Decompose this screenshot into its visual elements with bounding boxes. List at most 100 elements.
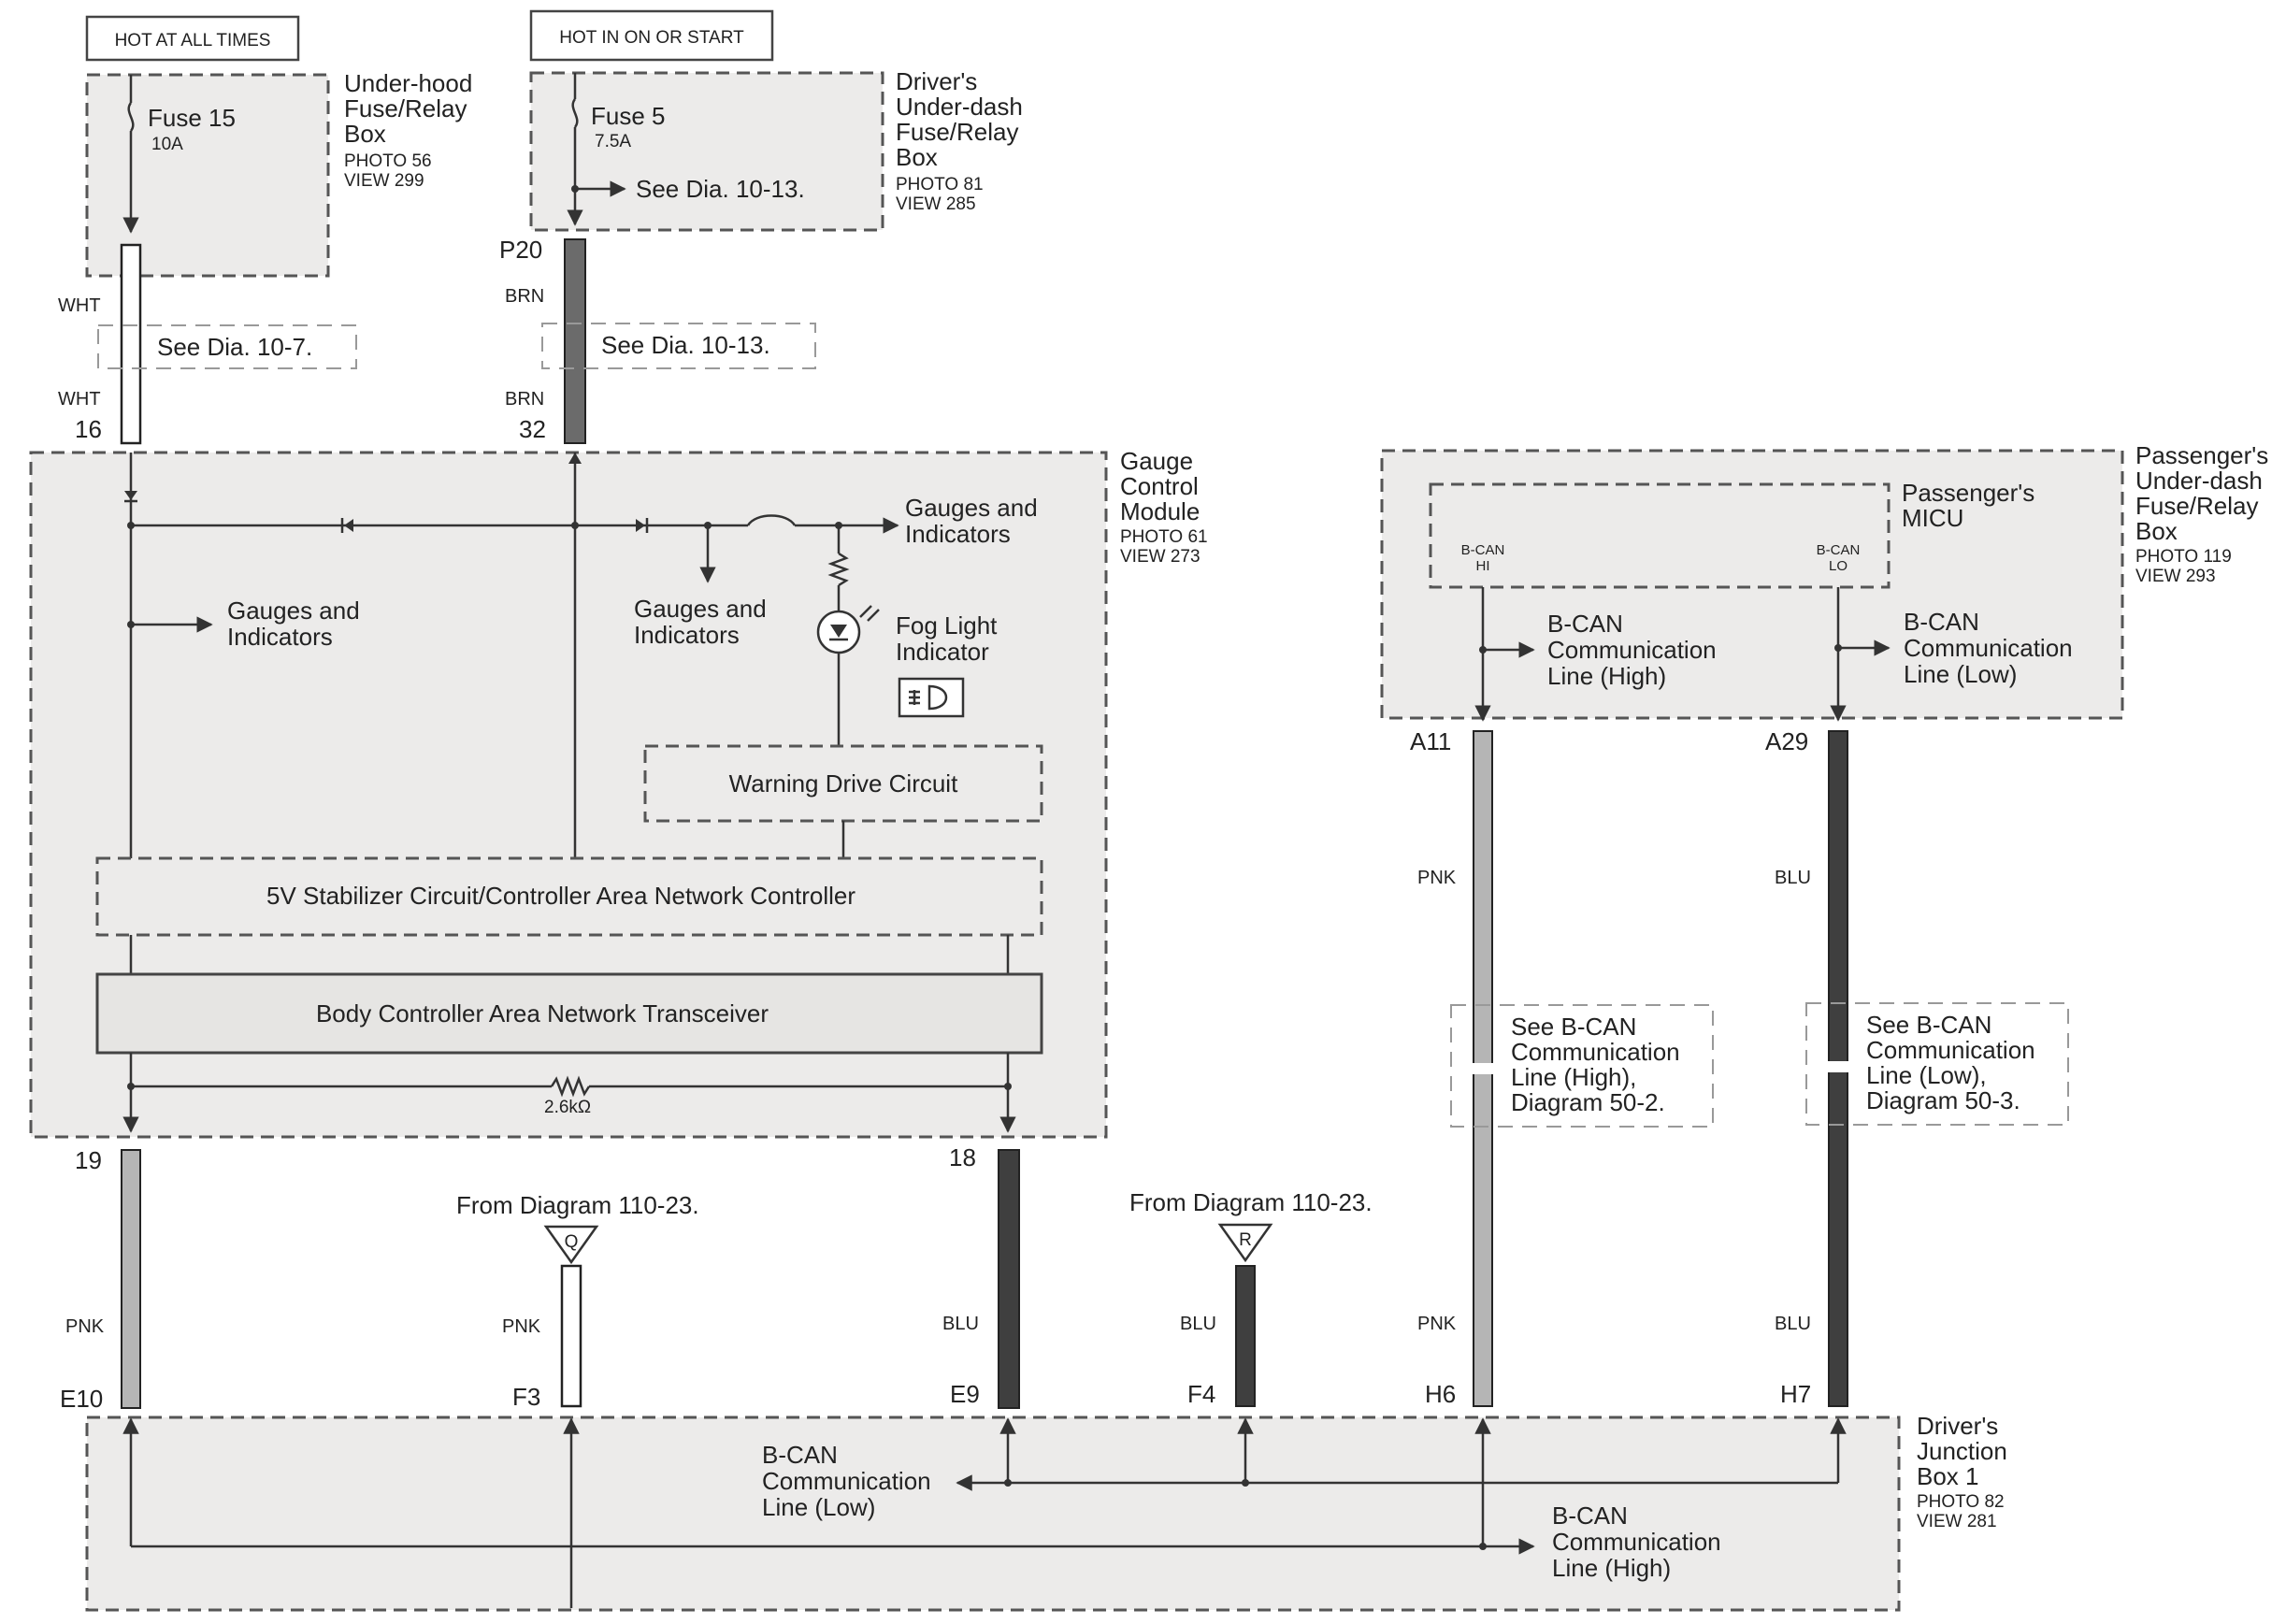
hot-in-on-tag: [529, 9, 774, 62]
brn-label-2: BRN: [505, 389, 544, 410]
pin-e9: E9: [950, 1380, 980, 1408]
fog-light-symbol-icon: [898, 677, 965, 718]
pin-h7: H7: [1780, 1380, 1811, 1408]
blu-label-a29: BLU: [1775, 868, 1811, 888]
hot-at-all-times-label: HOT AT ALL TIMES: [115, 31, 271, 50]
passenger-box-photo: PHOTO 119: [2135, 547, 2232, 567]
blu-label-f4: BLU: [1180, 1314, 1216, 1334]
see-bcan-high-1: See B-CAN: [1511, 1013, 1636, 1041]
fog-light-line2: Indicator: [896, 638, 989, 666]
junction-box-photo: PHOTO 82: [1917, 1492, 2005, 1512]
see-dia-10-7-note: [97, 324, 357, 369]
jb-bcan-high-3: Line (High): [1552, 1554, 1671, 1582]
stabilizer-label: 5V Stabilizer Circuit/Controller Area Ne…: [266, 882, 855, 910]
see-bcan-low-2: Communication: [1866, 1036, 2035, 1064]
passenger-box-line2: Under-dash: [2135, 467, 2263, 495]
underhood-photo: PHOTO 56: [344, 151, 432, 171]
from-diagram-r: From Diagram 110-23.: [1129, 1188, 1373, 1216]
gauges-indicators-left-1: Gauges and: [227, 596, 360, 625]
warning-drive-circuit: [643, 744, 1043, 823]
pin-a29: A29: [1765, 727, 1808, 755]
drivers-junction-box: [85, 1416, 1901, 1612]
brn-wire: [564, 238, 586, 444]
jb-bcan-low-3: Line (Low): [762, 1493, 875, 1521]
pin-f4: F4: [1187, 1380, 1215, 1408]
junction-box-line1: Driver's: [1917, 1412, 1998, 1440]
passenger-micu-line1: Passenger's: [1902, 479, 2034, 507]
gauge-module-line3: Module: [1120, 497, 1200, 525]
resistor-value: 2.6kΩ: [544, 1098, 591, 1117]
transceiver-label: Body Controller Area Network Transceiver: [316, 999, 769, 1028]
fuse5-icon: [571, 98, 579, 128]
bcan-low-line-3: Line (Low): [1904, 660, 2017, 688]
hot-in-on-label: HOT IN ON OR START: [559, 28, 744, 48]
see-bcan-high-2: Communication: [1511, 1038, 1680, 1066]
gauges-indicators-mid-2: Indicators: [634, 621, 740, 649]
pin-19: 19: [75, 1146, 102, 1174]
passenger-box-line1: Passenger's: [2135, 441, 2268, 469]
driver-box-line4: Box: [896, 143, 938, 171]
gauge-module-photo: PHOTO 61: [1120, 527, 1208, 547]
fuse15-icon: [127, 102, 135, 132]
junction-box-view: VIEW 281: [1917, 1512, 1997, 1531]
wire-break-a29: [1823, 1061, 1853, 1072]
see-dia-10-13-a: See Dia. 10-13.: [636, 175, 805, 203]
pin-a11: A11: [1410, 727, 1451, 755]
gauge-module-line1: Gauge: [1120, 447, 1193, 475]
driver-box-line1: Driver's: [896, 67, 977, 95]
bcan-lo-tag-1: B-CAN: [1817, 542, 1861, 558]
bcan-hi-tag-1: B-CAN: [1461, 542, 1505, 558]
resistor-2-6k: [550, 1075, 591, 1098]
hot-at-all-times-tag: [85, 15, 300, 62]
pnk-wire-19: [121, 1149, 141, 1409]
driver-box-line3: Fuse/Relay: [896, 118, 1019, 146]
jb-bcan-low-1: B-CAN: [762, 1441, 838, 1469]
fuse5-amp: 7.5A: [595, 132, 631, 151]
wht-label-1: WHT: [58, 295, 101, 316]
pnk-label-19: PNK: [65, 1316, 105, 1337]
fuse5-label: Fuse 5: [591, 102, 666, 130]
wire-break-a11: [1468, 1063, 1498, 1074]
gauges-indicators-top-2: Indicators: [905, 520, 1011, 548]
connector-q-icon: [543, 1225, 599, 1265]
stabilizer-can-controller: [95, 856, 1043, 937]
jb-bcan-low-2: Communication: [762, 1467, 931, 1495]
bcan-low-line-1: B-CAN: [1904, 608, 1979, 636]
underhood-view: VIEW 299: [344, 171, 424, 191]
connector-r-label: R: [1239, 1230, 1252, 1250]
bcan-high-line-1: B-CAN: [1547, 610, 1623, 638]
underhood-box-line3: Box: [344, 120, 386, 148]
fuse15-label: Fuse 15: [148, 104, 236, 132]
see-bcan-low-4: Diagram 50-3.: [1866, 1086, 2020, 1114]
passenger-box-view: VIEW 293: [2135, 567, 2216, 586]
junction-hop: [746, 514, 797, 526]
pnk-label-a11: PNK: [1417, 868, 1457, 888]
blu-label-18: BLU: [942, 1314, 979, 1334]
driver-underdash-fuse-box: [529, 71, 884, 232]
passenger-micu-line2: MICU: [1902, 504, 1963, 532]
pin-16: 16: [75, 415, 102, 443]
warning-drive-label: Warning Drive Circuit: [729, 769, 958, 798]
gauges-indicators-mid-1: Gauges and: [634, 595, 767, 623]
bcan-lo-tag-2: LO: [1829, 558, 1847, 574]
fog-light-line1: Fog Light: [896, 611, 998, 640]
fuse15-amp: 10A: [151, 135, 183, 154]
passenger-box-line4: Box: [2135, 517, 2178, 545]
gauge-module-view: VIEW 273: [1120, 547, 1201, 567]
pin-e10: E10: [60, 1385, 103, 1413]
bcan-low-line-2: Communication: [1904, 634, 2073, 662]
see-bcan-low-1: See B-CAN: [1866, 1011, 1991, 1039]
bcan-high-line-3: Line (High): [1547, 662, 1666, 690]
pin-f3: F3: [512, 1383, 540, 1411]
see-bcan-low-3: Line (Low),: [1866, 1061, 1987, 1089]
blu-wire-f4: [1235, 1265, 1256, 1407]
see-bcan-high-3: Line (High),: [1511, 1063, 1636, 1091]
driver-box-view: VIEW 285: [896, 194, 976, 214]
fog-resistor: [827, 552, 850, 587]
see-bcan-high-4: Diagram 50-2.: [1511, 1088, 1665, 1116]
driver-box-photo: PHOTO 81: [896, 175, 984, 194]
see-dia-10-7: See Dia. 10-7.: [157, 333, 312, 361]
gauges-indicators-left-2: Indicators: [227, 623, 333, 651]
pnk-label-h6: PNK: [1417, 1314, 1457, 1334]
